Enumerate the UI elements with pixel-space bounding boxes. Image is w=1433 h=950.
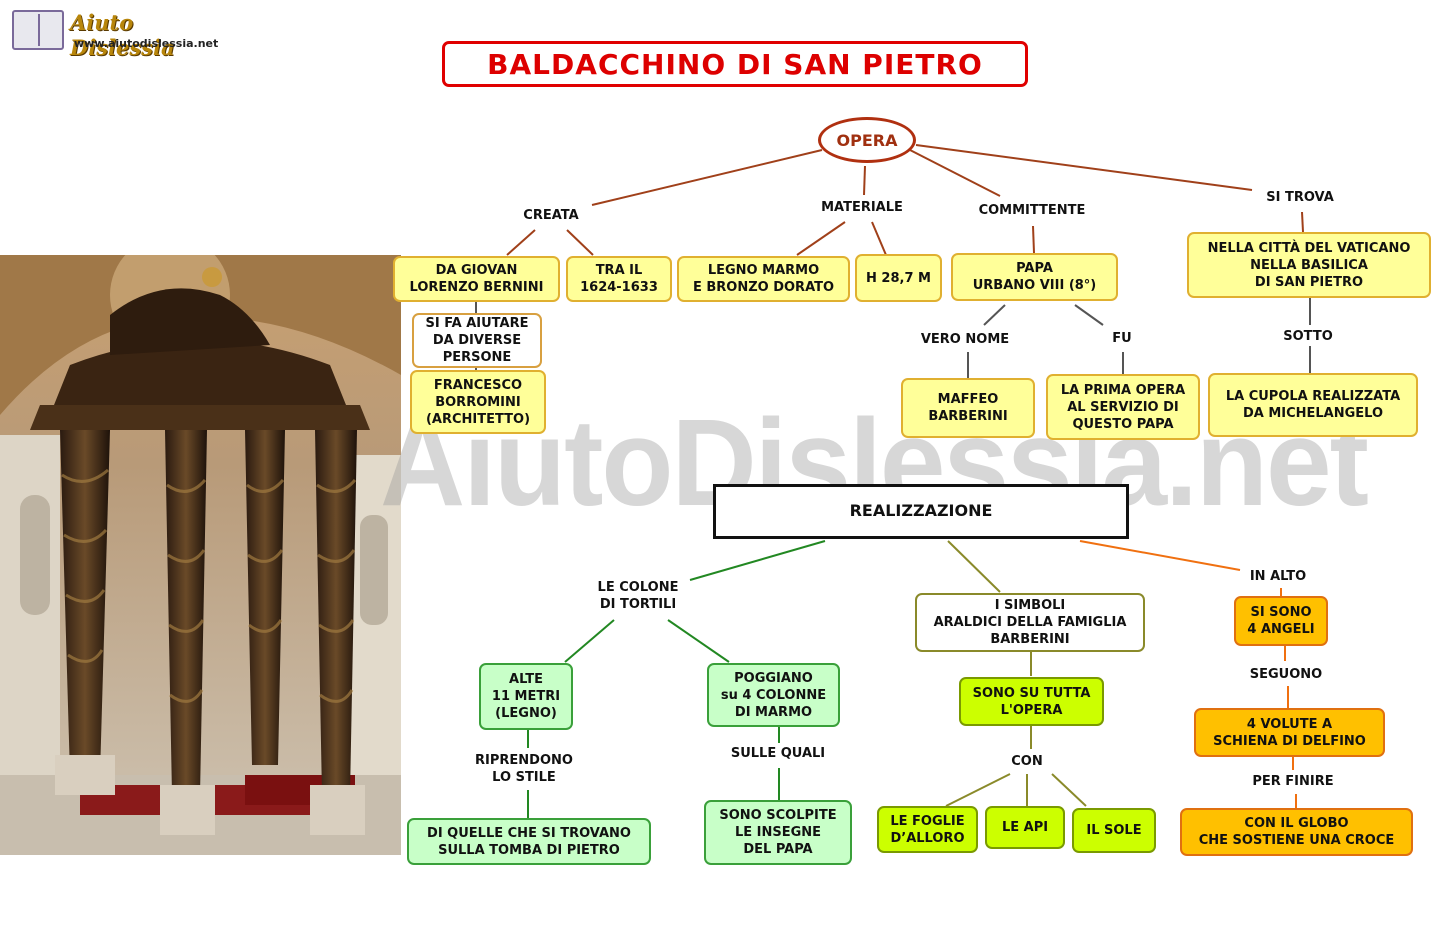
node-poggiano: POGGIANO su 4 COLONNE DI MARMO [707, 663, 840, 727]
label-con: CON [1011, 754, 1043, 769]
node-sole: IL SOLE [1072, 808, 1156, 853]
node-globo: CON IL GLOBO CHE SOSTIENE UNA CROCE [1180, 808, 1413, 856]
label-colonne: LE COLONE DI TORTILI [597, 580, 679, 612]
node-autore: DA GIOVAN LORENZO BERNINI [393, 256, 560, 302]
page-title: BALDACCHINO DI SAN PIETRO [442, 41, 1028, 87]
label-materiale: MATERIALE [821, 200, 903, 215]
label-riprendono: RIPRENDONO LO STILE [475, 753, 573, 785]
node-fu: LA PRIMA OPERA AL SERVIZIO DI QUESTO PAP… [1046, 374, 1200, 440]
node-volute: 4 VOLUTE A SCHIENA DI DELFINO [1194, 708, 1385, 757]
label-in-alto: IN ALTO [1249, 569, 1307, 584]
node-tomba: DI QUELLE CHE SI TROVANO SULLA TOMBA DI … [407, 818, 651, 865]
site-logo[interactable]: Aiuto Dislessia www.aiutodislessia.net [12, 8, 222, 60]
opera-node: OPERA [818, 117, 916, 163]
node-borromini: FRANCESCO BORROMINI (ARCHITETTO) [410, 370, 546, 434]
label-sulle-quali: SULLE QUALI [730, 746, 826, 761]
node-sotto: LA CUPOLA REALIZZATA DA MICHELANGELO [1208, 373, 1418, 437]
node-vero-nome: MAFFEO BARBERINI [901, 378, 1035, 438]
node-luogo: NELLA CITTÀ DEL VATICANO NELLA BASILICA … [1187, 232, 1431, 298]
label-sotto: SOTTO [1283, 329, 1333, 344]
node-periodo: TRA IL 1624-1633 [566, 256, 672, 302]
label-committente: COMMITTENTE [978, 203, 1086, 218]
label-creata: CREATA [523, 208, 579, 223]
node-simboli: I SIMBOLI ARALDICI DELLA FAMIGLIA BARBER… [915, 593, 1145, 652]
label-vero-nome: VERO NOME [920, 332, 1010, 347]
label-seguono: SEGUONO [1249, 667, 1323, 682]
realizzazione-node: REALIZZAZIONE [713, 484, 1129, 539]
label-fu: FU [1112, 331, 1132, 346]
node-altezza: H 28,7 M [855, 254, 942, 302]
logo-name: Aiuto Dislessia [70, 10, 175, 60]
node-insegne: SONO SCOLPITE LE INSEGNE DEL PAPA [704, 800, 852, 865]
node-angeli: SI SONO 4 ANGELI [1234, 596, 1328, 646]
node-api: LE API [985, 806, 1065, 849]
logo-url: www.aiutodislessia.net [74, 37, 219, 50]
book-icon [12, 10, 64, 50]
label-per-finire: PER FINIRE [1252, 774, 1334, 789]
node-papa: PAPA URBANO VIII (8°) [951, 253, 1118, 301]
node-materiali: LEGNO MARMO E BRONZO DORATO [677, 256, 850, 302]
node-aiuto: SI FA AIUTARE DA DIVERSE PERSONE [412, 313, 542, 368]
node-alte: ALTE 11 METRI (LEGNO) [479, 663, 573, 730]
label-si-trova: SI TROVA [1266, 190, 1334, 205]
node-tutta: SONO SU TUTTA L'OPERA [959, 677, 1104, 726]
baldacchino-photo [0, 255, 401, 855]
node-foglie: LE FOGLIE D’ALLORO [877, 806, 978, 853]
